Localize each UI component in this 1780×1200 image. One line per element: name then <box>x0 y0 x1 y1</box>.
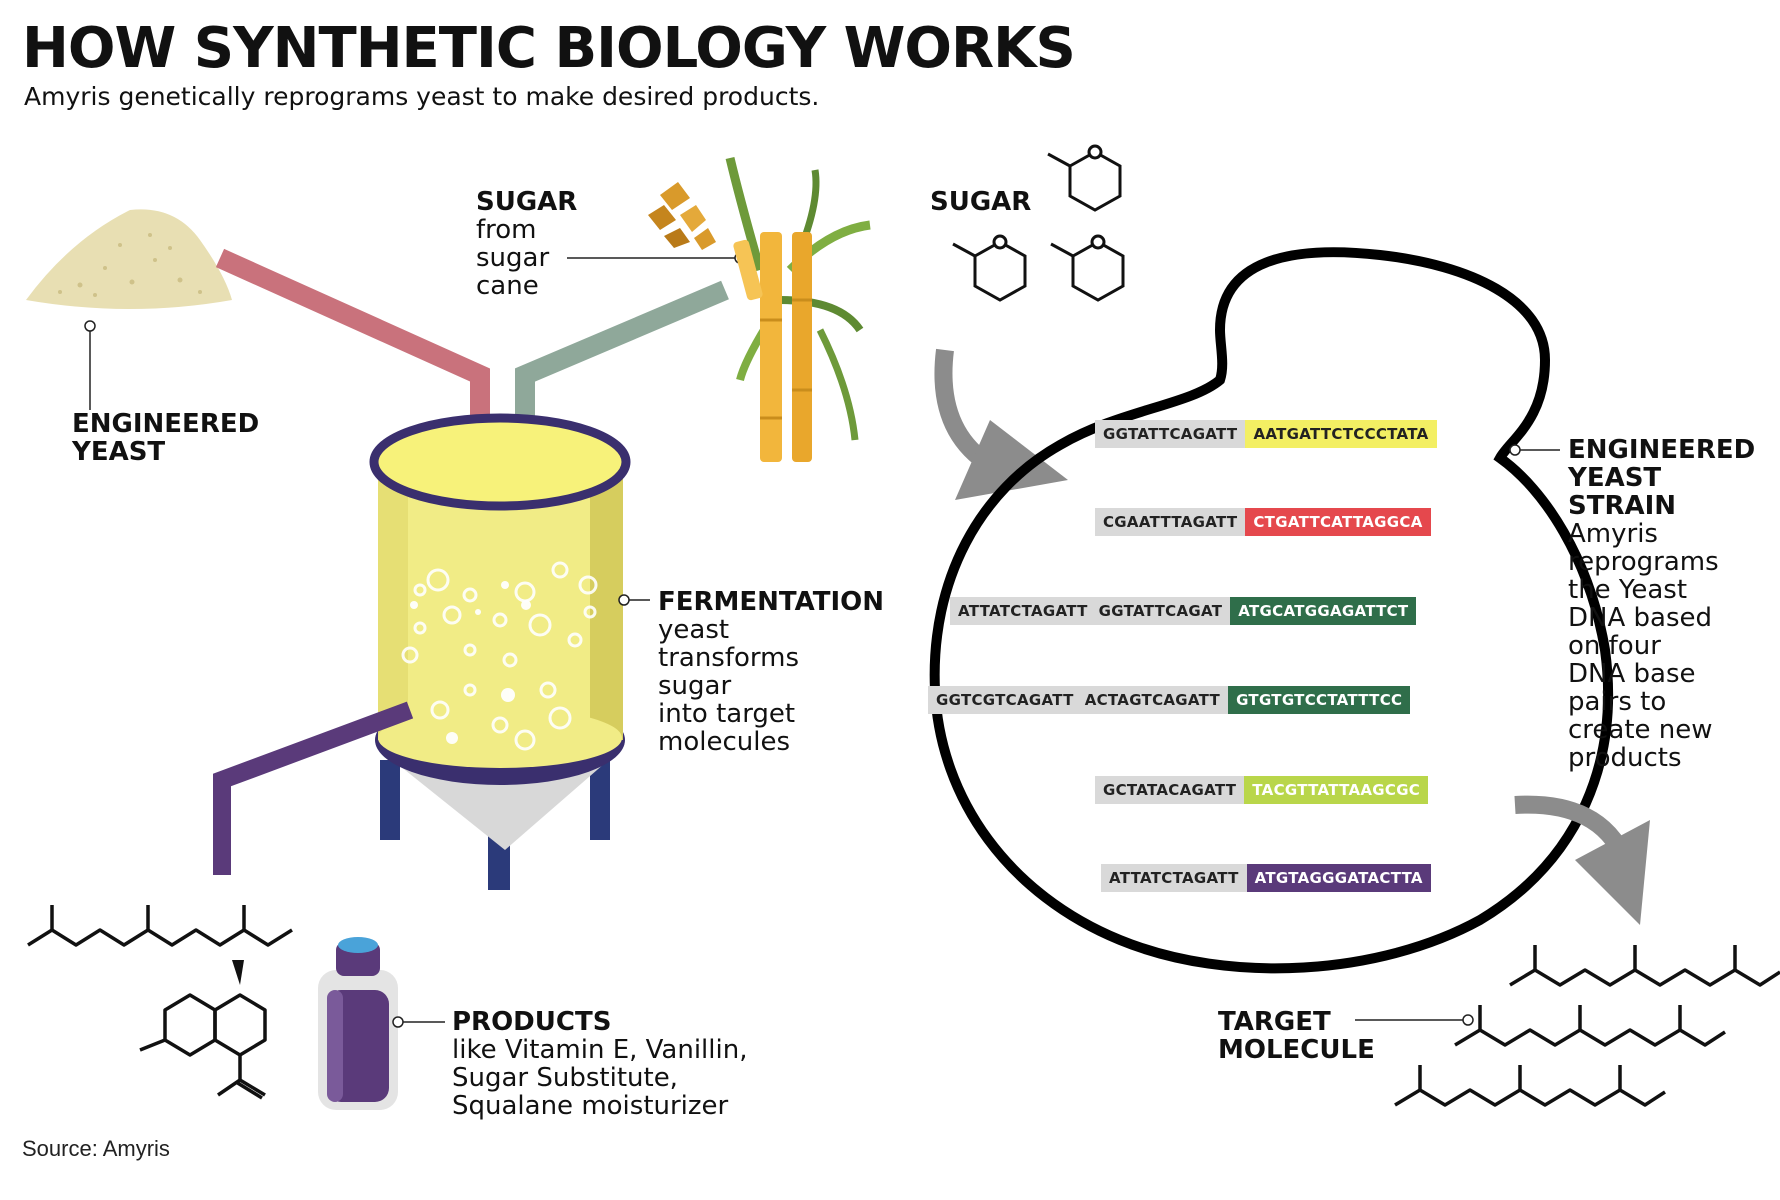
yeast-cell-icon <box>929 247 1613 974</box>
sugar-cane-title: SUGAR <box>476 187 578 217</box>
dna-row: ATTATCTAGATT GGTATTCAGAT ATGCATGGAGATTCT <box>950 597 1417 625</box>
fermentation-title: FERMENTATION <box>658 587 885 617</box>
engineered-yeast-label: ENGINEERED YEAST <box>72 410 259 466</box>
yeast-strain-title-1: ENGINEERED <box>1568 435 1756 465</box>
engineered-yeast-title-2: YEAST <box>72 437 166 467</box>
yeast-strain-label: ENGINEERED YEAST STRAIN Amyris reprogram… <box>1568 436 1755 772</box>
source-note: Source: Amyris <box>22 1136 170 1161</box>
yeast-strain-line-3: the Yeast <box>1568 575 1688 605</box>
yeast-strain-line-2: reprograms <box>1568 547 1719 577</box>
yeast-strain-line-4: DNA based <box>1568 603 1713 633</box>
fermentation-line-1: yeast <box>658 615 730 645</box>
yeast-strain-line-9: products <box>1568 743 1682 773</box>
dna-grey-segment: CGAATTTAGATT <box>1095 508 1246 536</box>
sugar-cane-line-3: cane <box>476 271 539 301</box>
dna-row: ATTATCTAGATT ATGTAGGGATACTTA <box>1101 864 1431 892</box>
products-label: PRODUCTS like Vitamin E, Vanillin, Sugar… <box>452 1008 747 1120</box>
yeast-strain-line-5: on four <box>1568 631 1661 661</box>
fermentation-line-5: molecules <box>658 727 790 757</box>
dna-colored-segment: AATGATTCTCCCTATA <box>1245 420 1437 448</box>
dna-colored-segment: GTGTGTCCTATTTCC <box>1228 686 1411 714</box>
dna-grey-segment: GGTCGTCAGATT ACTAGTCAGATT <box>928 686 1229 714</box>
molecule-chain-icon <box>1454 1005 1726 1047</box>
yeast-strain-line-8: create new <box>1568 715 1713 745</box>
arrow-icon <box>934 348 1068 500</box>
molecule-chain-icon <box>1509 945 1780 987</box>
yeast-powder-icon <box>26 209 232 309</box>
dna-grey-segment: ATTATCTAGATT <box>1101 864 1247 892</box>
page-title: HOW SYNTHETIC BIOLOGY WORKS <box>22 16 1076 81</box>
dna-grey-segment: ATTATCTAGATT GGTATTCAGAT <box>950 597 1231 625</box>
sugar-molecule-icon <box>1047 144 1122 212</box>
products-line-3: Squalane moisturizer <box>452 1091 729 1121</box>
sugar-cane-line-2: sugar <box>476 243 550 273</box>
products-line-2: Sugar Substitute, <box>452 1063 678 1093</box>
arrow-icon <box>1514 795 1650 925</box>
yeast-strain-title-3: STRAIN <box>1568 491 1677 521</box>
fermentation-line-3: sugar <box>658 671 732 701</box>
sugar-cane-line-1: from <box>476 215 537 245</box>
target-molecule-title-2: MOLECULE <box>1218 1035 1375 1065</box>
yeast-strain-line-1: Amyris <box>1568 519 1658 549</box>
molecule-chain-icon <box>139 993 267 1100</box>
dna-row: GGTCGTCAGATT ACTAGTCAGATT GTGTGTCCTATTTC… <box>928 686 1411 714</box>
products-line-1: like Vitamin E, Vanillin, <box>452 1035 748 1065</box>
fermentation-tank-icon <box>369 413 631 768</box>
sugar-cane-label: SUGAR from sugar cane <box>476 188 577 300</box>
dna-colored-segment: CTGATTCATTAGGCA <box>1245 508 1431 536</box>
fermentation-line-2: transforms <box>658 643 800 673</box>
dna-row: GCTATACAGATT TACGTTATTAAGCGC <box>1095 776 1429 804</box>
fermentation-label: FERMENTATION yeast transforms sugar into… <box>658 588 884 756</box>
molecule-chain-icon <box>27 905 293 947</box>
dna-colored-segment: ATGTAGGGATACTTA <box>1246 864 1431 892</box>
dna-colored-segment: ATGCATGGAGATTCT <box>1230 597 1417 625</box>
target-molecule-title-1: TARGET <box>1218 1007 1331 1037</box>
engineered-yeast-title-1: ENGINEERED <box>72 409 260 439</box>
sugar-molecules-label: SUGAR <box>930 188 1031 216</box>
molecule-chain-icon <box>1394 1065 1666 1107</box>
dna-grey-segment: GGTATTCAGATT <box>1095 420 1246 448</box>
dna-colored-segment: TACGTTATTAAGCGC <box>1244 776 1429 804</box>
yeast-strain-line-7: pairs to <box>1568 687 1667 717</box>
sugar-cubes-icon <box>648 182 716 250</box>
sugar-cane-icon <box>725 156 871 462</box>
page-subtitle: Amyris genetically reprograms yeast to m… <box>24 82 820 111</box>
sugar-molecule-icon <box>952 234 1027 302</box>
fermentation-line-4: into target <box>658 699 796 729</box>
yeast-strain-line-6: DNA base <box>1568 659 1696 689</box>
sugar-molecules-title: SUGAR <box>930 187 1032 217</box>
product-vial-icon <box>318 937 398 1110</box>
yeast-strain-title-2: YEAST <box>1568 463 1662 493</box>
sugar-molecule-icon <box>1050 234 1125 302</box>
dna-row: CGAATTTAGATT CTGATTCATTAGGCA <box>1095 508 1431 536</box>
dna-grey-segment: GCTATACAGATT <box>1095 776 1245 804</box>
target-molecule-label: TARGET MOLECULE <box>1218 1008 1375 1064</box>
products-title: PRODUCTS <box>452 1007 612 1037</box>
dna-row: GGTATTCAGATT AATGATTCTCCCTATA <box>1095 420 1437 448</box>
